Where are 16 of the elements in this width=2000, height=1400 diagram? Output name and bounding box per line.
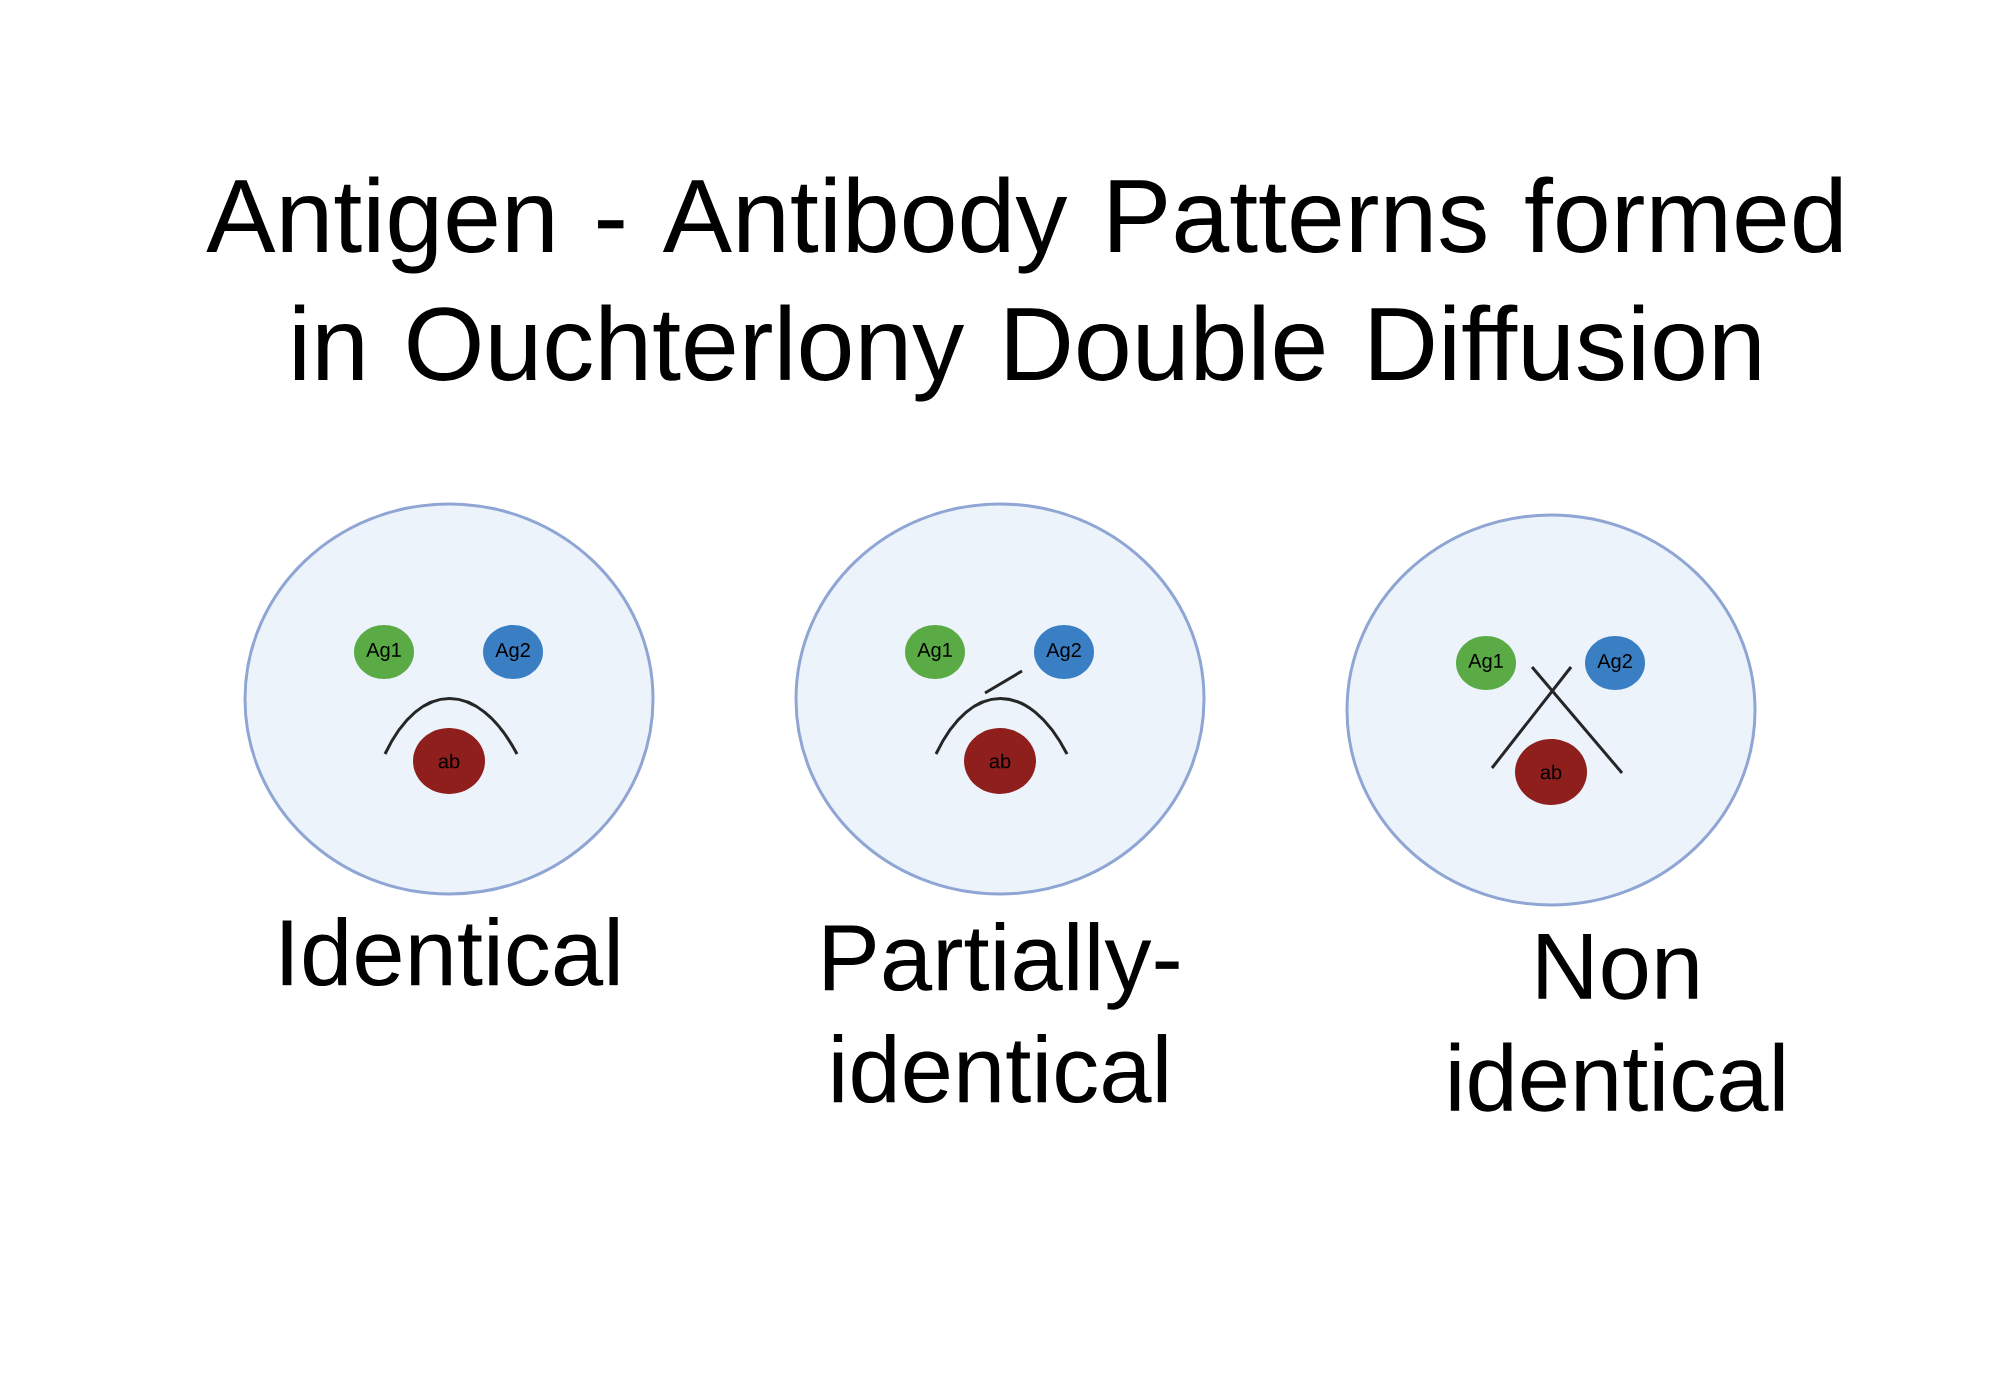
gel-plate <box>243 502 655 896</box>
well: Ag2 <box>1585 636 1645 690</box>
well: Ag1 <box>1456 636 1517 690</box>
pattern-label: Non identical <box>1450 934 1784 1112</box>
well: Ag2 <box>1034 625 1094 679</box>
well: Ag2 <box>483 625 543 679</box>
title: Antigen - Antibody Patterns formed in Ouchterlony Double Diffusion <box>206 176 1841 402</box>
pattern-label: Partially- identical <box>824 922 1179 1104</box>
well: Ag1 <box>905 625 965 679</box>
well: ab <box>964 728 1036 794</box>
well: ab <box>1515 739 1587 805</box>
well: Ag1 <box>354 625 414 679</box>
gel-plate <box>1345 513 1757 907</box>
well: ab <box>413 728 485 794</box>
pattern-label: Identical <box>282 917 618 987</box>
gel-plate <box>794 502 1206 896</box>
